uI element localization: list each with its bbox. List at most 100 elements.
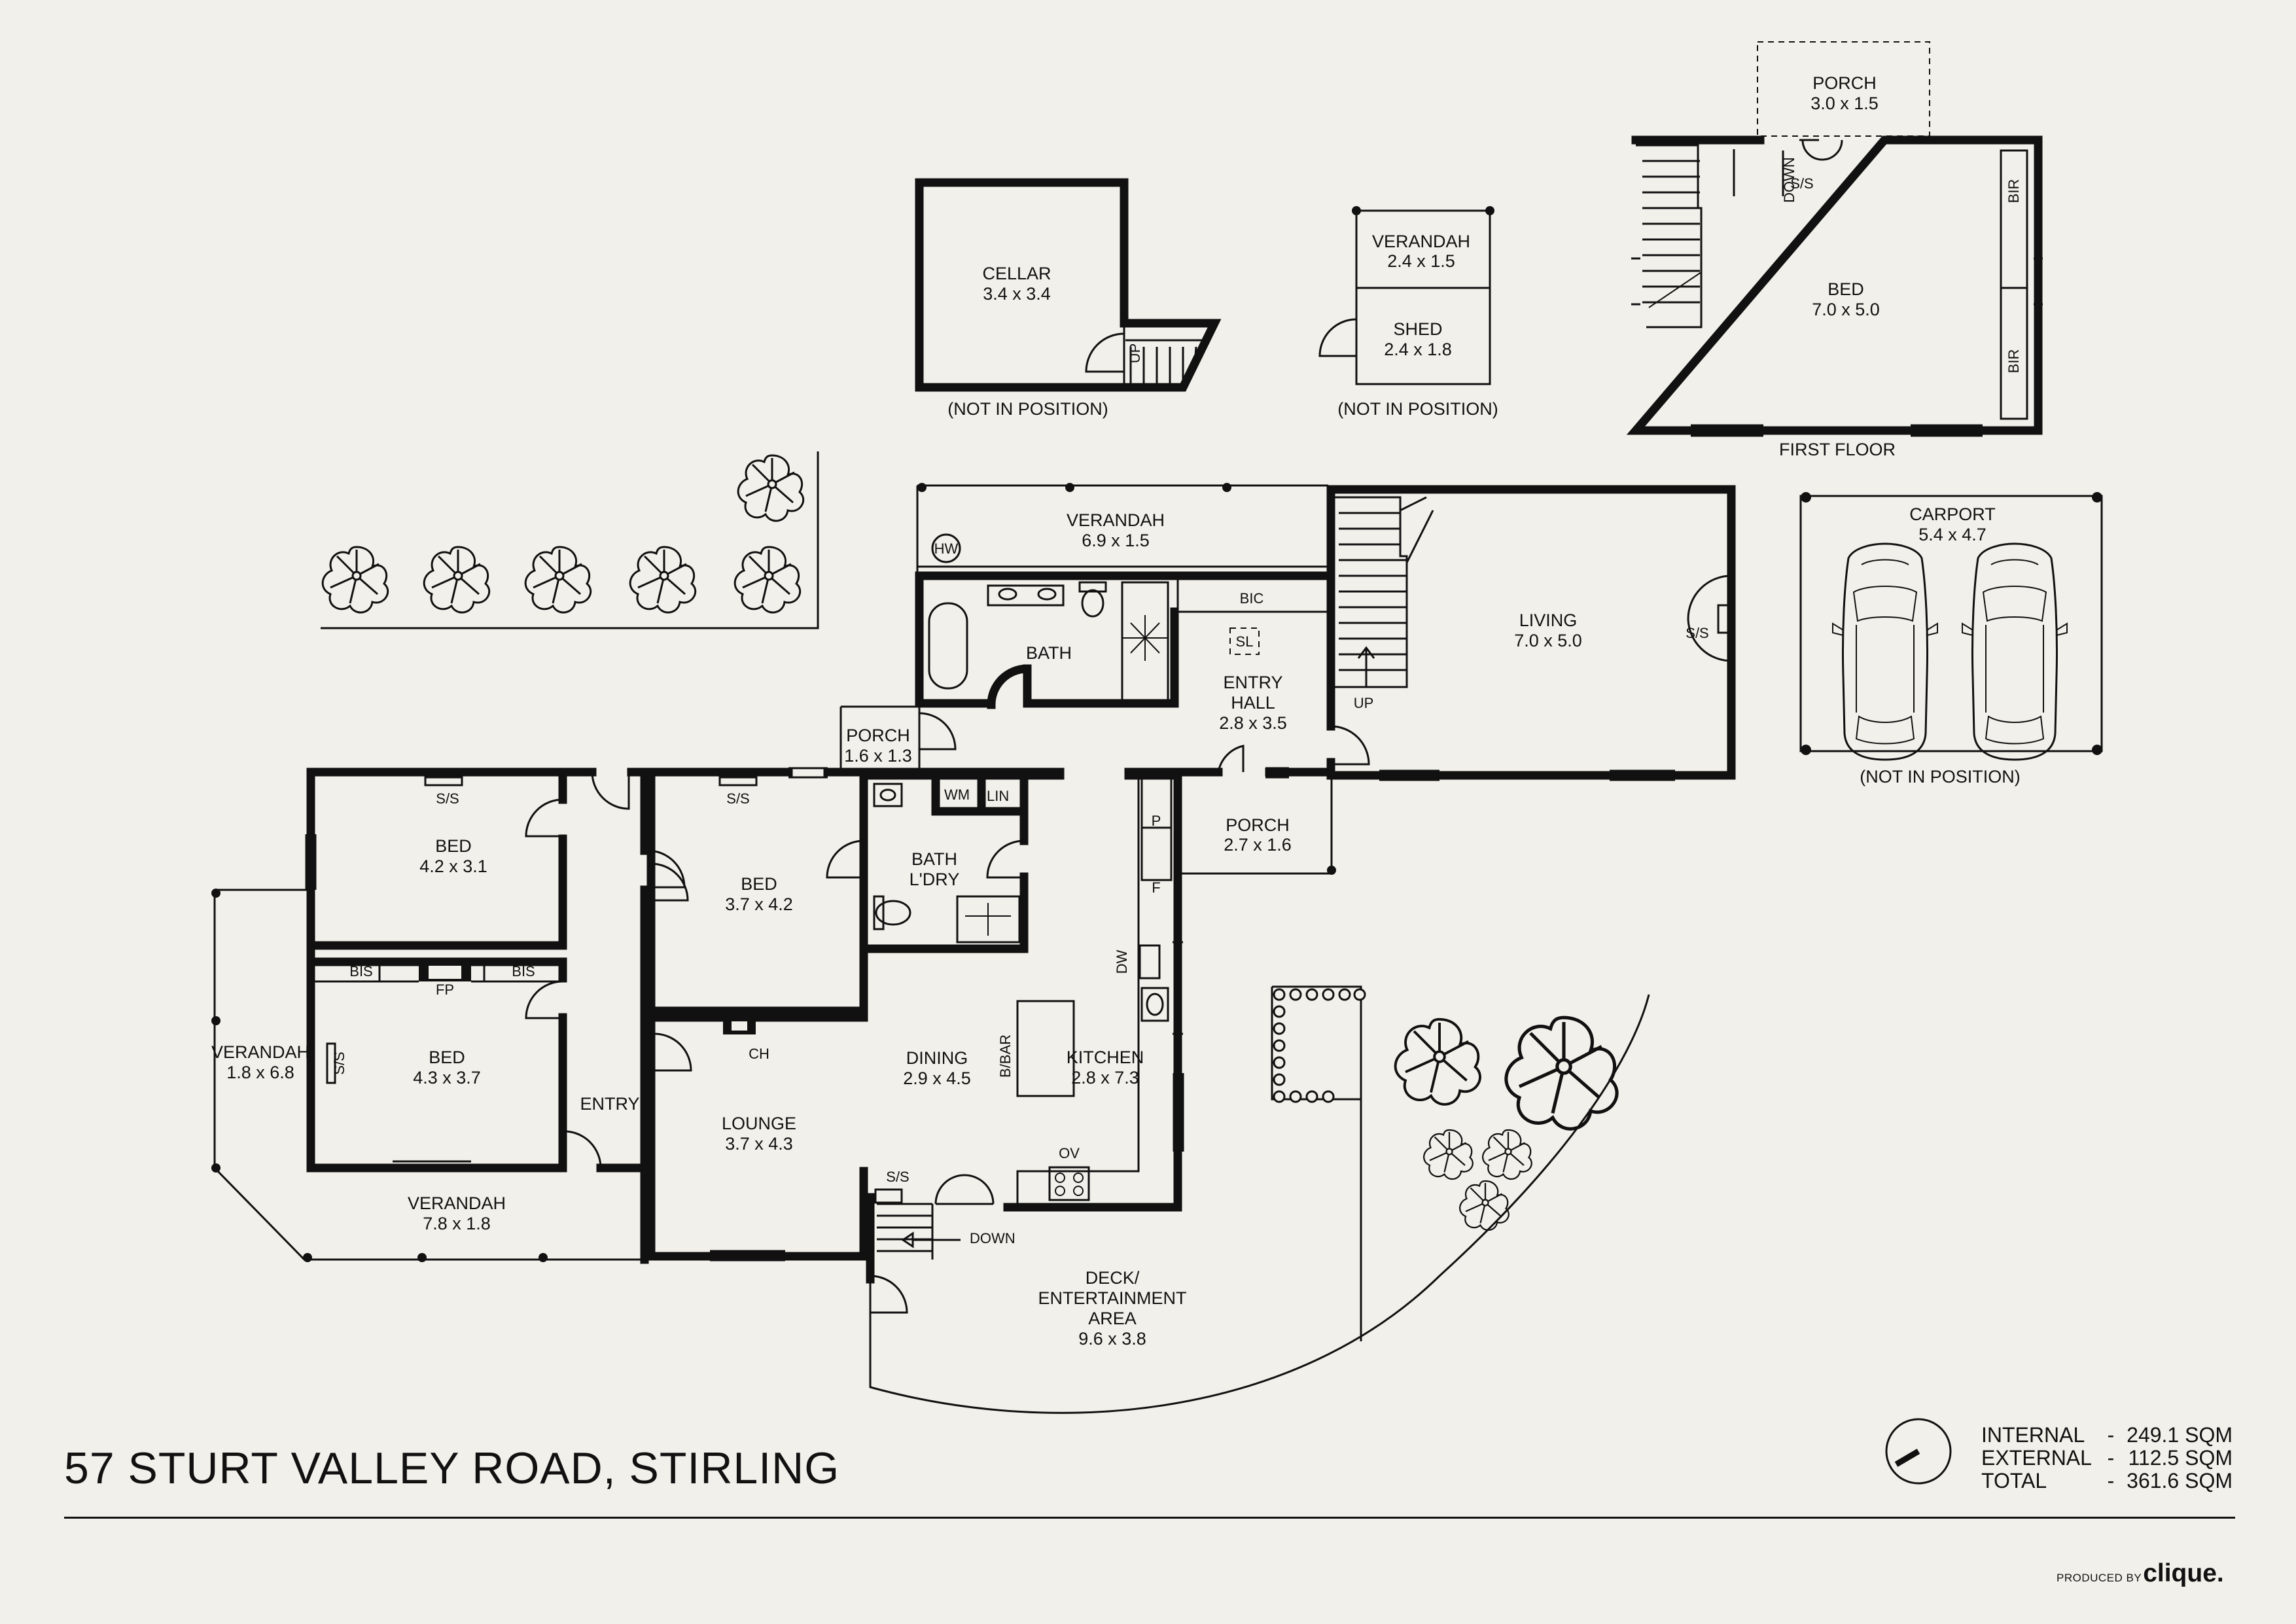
ch-label: CH [749,1046,769,1062]
living-up-label: UP [1354,695,1374,711]
bis-label-2: BIS [512,963,535,980]
room-size-dining: 2.9 x 4.5 [903,1068,971,1088]
room-size-entry-hall: 2.8 x 3.5 [1219,713,1287,733]
area-row-internal: INTERNAL - 249.1 SQM [1981,1424,2233,1447]
bed1-ss-label: S/S [436,790,459,807]
room-name-porch-ff: PORCH [1812,73,1877,93]
ff-down-label: DOWN [1781,157,1797,203]
wm-label: WM [944,786,970,803]
cellar-up-label: UP [1127,344,1143,364]
room-name-bed1: BED [435,836,472,856]
producer-credit: PRODUCED BY clique. [2057,1559,2224,1588]
room-name-entry-hall-2: HALL [1231,693,1275,713]
room-size-porch-ff: 3.0 x 1.5 [1810,94,1879,113]
room-name-bed-ff: BED [1828,279,1864,299]
area-name: EXTERNAL [1981,1446,2092,1470]
room-name-living: LIVING [1519,610,1578,630]
room-size-porch-mid: 2.7 x 1.6 [1224,835,1292,855]
room-name-bath-ldry-2: L'DRY [910,870,960,889]
room-name-entry: ENTRY [580,1094,639,1114]
area-row-total: TOTAL - 361.6 SQM [1981,1470,2233,1492]
area-row-external: EXTERNAL - 112.5 SQM [1981,1447,2233,1470]
room-name-bed2: BED [741,874,777,894]
credit-prefix: PRODUCED BY [2057,1572,2142,1584]
room-size-verandah-top: 6.9 x 1.5 [1082,531,1150,550]
room-name-bed3: BED [429,1048,465,1067]
room-name-bath-ldry-1: BATH [911,849,957,869]
bed2-ss-label: S/S [726,790,749,807]
room-size-verandah-bottom: 7.8 x 1.8 [423,1214,491,1233]
room-size-bed-ff: 7.0 x 5.0 [1812,300,1880,319]
footer-divider [64,1517,2235,1519]
bed3-ss-label: S/S [331,1051,347,1074]
sl-label: SL [1236,633,1254,650]
room-size-lounge: 3.7 x 4.3 [725,1134,793,1154]
area-value: 361.6 SQM [2127,1469,2233,1492]
cellar: CELLAR 3.4 x 3.4 UP (NOT IN POSITION) [915,178,1222,419]
bic-label: BIC [1240,590,1264,607]
area-summary: INTERNAL - 249.1 SQM EXTERNAL - 112.5 SQ… [1981,1424,2233,1492]
compass-icon [1885,1418,1952,1485]
room-size-shed: 2.4 x 1.8 [1384,340,1452,359]
ff-bir-label-1: BIR [2005,179,2022,203]
deck-down-label: DOWN [970,1230,1016,1246]
room-name-lounge: LOUNGE [722,1114,796,1133]
ground-floor: HW VERANDAH 6.9 x 1.5 LIVING 7.0 x 5.0 S… [211,483,1736,1414]
room-name-cellar: CELLAR [982,264,1051,283]
ff-bir-label-2: BIR [2005,349,2022,374]
first-floor: PORCH 3.0 x 1.5 S/S DOWN BED 7.0 x 5.0 B… [1626,41,2043,459]
room-size-bed3: 4.3 x 3.7 [413,1068,481,1087]
room-name-verandah-shed: VERANDAH [1372,232,1470,251]
ss-label-lounge: S/S [886,1169,909,1185]
room-size-porch-small: 1.6 x 1.3 [844,746,912,766]
f-label: F [1152,879,1160,896]
room-name-dining: DINING [906,1048,968,1068]
room-name-shed: SHED [1393,319,1442,339]
room-name-deck-1: DECK/ [1086,1268,1140,1288]
bbar-label: B/BAR [997,1034,1014,1078]
room-size-kitchen: 2.8 x 7.3 [1071,1068,1139,1087]
p-label: P [1152,813,1161,829]
room-size-verandah-left: 1.8 x 6.8 [226,1063,294,1082]
room-name-deck-3: AREA [1088,1309,1137,1328]
room-name-porch-mid: PORCH [1226,815,1290,835]
room-name-kitchen: KITCHEN [1067,1048,1144,1067]
carport-not-in-position: (NOT IN POSITION) [1860,767,2021,786]
room-size-deck: 9.6 x 3.8 [1078,1329,1146,1349]
room-size-bed2: 3.7 x 4.2 [725,894,793,914]
room-name-verandah-top: VERANDAH [1067,510,1165,530]
room-name-entry-hall-1: ENTRY [1223,673,1282,692]
area-dash: - [2107,1469,2115,1492]
area-name: TOTAL [1981,1469,2047,1492]
area-value: 249.1 SQM [2127,1423,2233,1447]
area-dash: - [2107,1423,2115,1447]
shed-not-in-position: (NOT IN POSITION) [1337,399,1498,419]
shed: VERANDAH 2.4 x 1.5 SHED 2.4 x 1.8 (NOT I… [1318,206,1498,419]
ff-ss-label: S/S [1790,175,1813,192]
landscape [321,451,1617,1231]
room-name-verandah-left: VERANDAH [211,1042,309,1062]
room-name-porch-small: PORCH [846,726,910,745]
ov-label: OV [1059,1145,1080,1161]
area-name: INTERNAL [1981,1423,2085,1447]
property-address: 57 STURT VALLEY ROAD, STIRLING [64,1443,840,1493]
carport: CARPORT 5.4 x 4.7 (NOT IN POSITION) [1799,492,2103,786]
room-size-cellar: 3.4 x 3.4 [983,284,1051,304]
credit-brand-logo: clique. [2143,1559,2224,1587]
room-name-verandah-bottom: VERANDAH [408,1193,506,1213]
bis-label-1: BIS [349,963,372,980]
room-size-bed1: 4.2 x 3.1 [419,856,487,876]
first-floor-label: FIRST FLOOR [1779,440,1896,459]
dw-label: DW [1114,949,1130,974]
area-dash: - [2107,1446,2115,1470]
room-name-bath: BATH [1026,643,1072,663]
area-value: 112.5 SQM [2128,1446,2233,1470]
room-size-carport: 5.4 x 4.7 [1918,525,1987,544]
hw-label: HW [934,540,959,557]
cellar-not-in-position: (NOT IN POSITION) [947,399,1108,419]
lin-label: LIN [987,788,1009,804]
fp-label: FP [436,981,454,998]
room-size-living: 7.0 x 5.0 [1514,631,1582,650]
room-name-deck-2: ENTERTAINMENT [1038,1288,1186,1308]
